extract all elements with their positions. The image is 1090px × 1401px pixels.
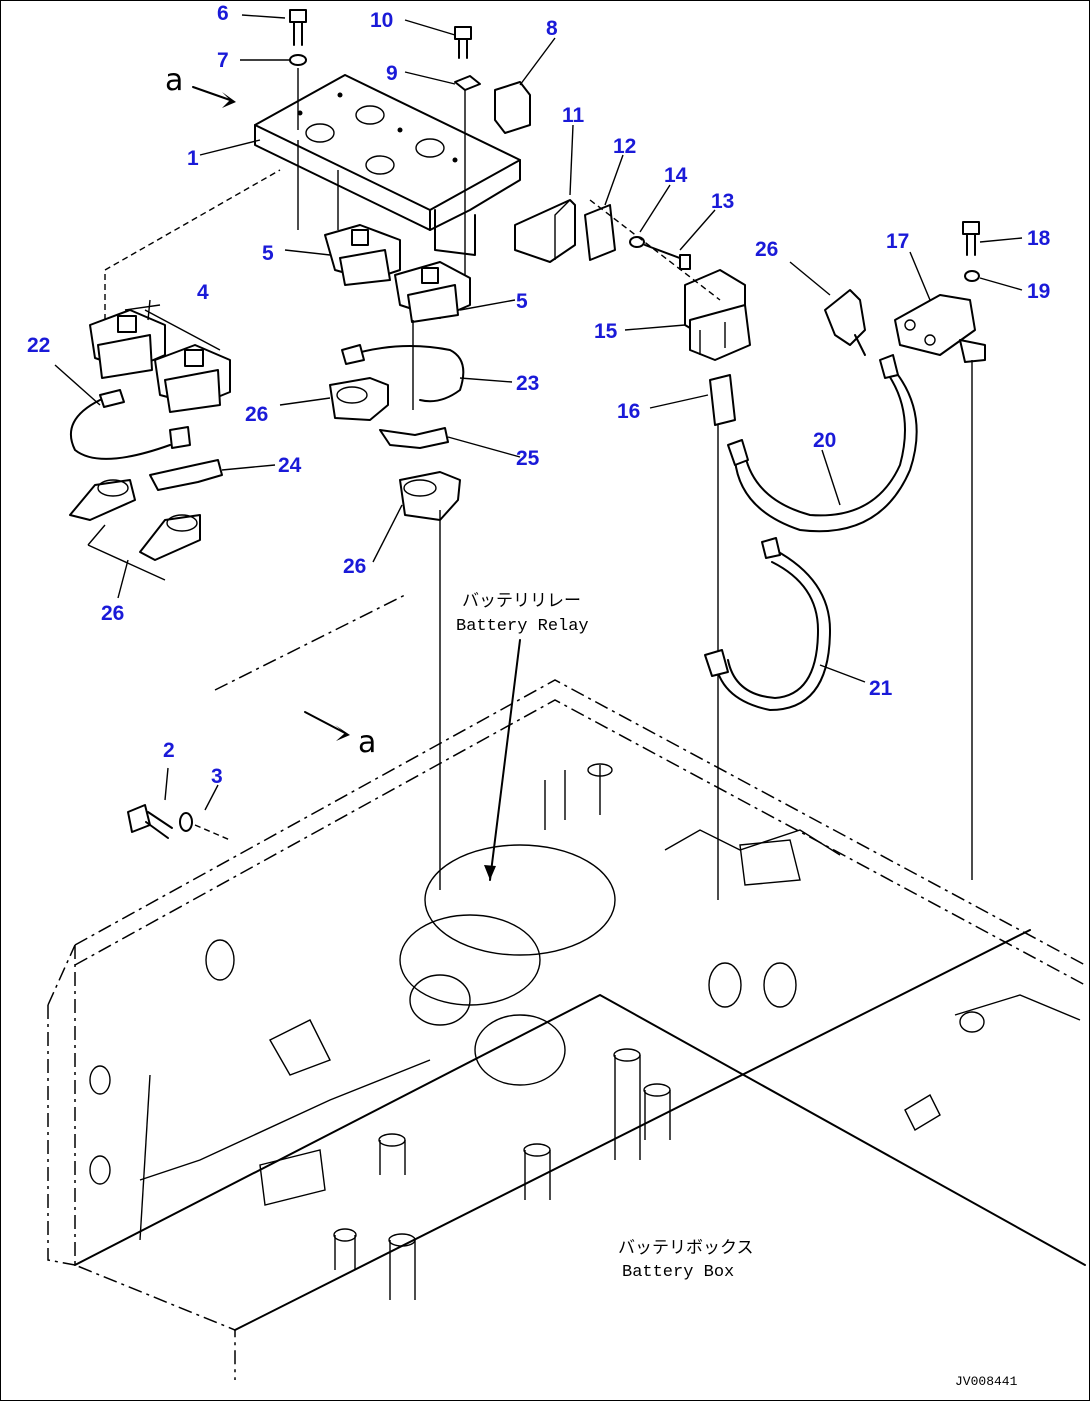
callout-24: 24 [278,454,302,477]
cap-part-26-left [69,479,201,561]
view-label-top: a [165,63,183,98]
callout-6: 6 [217,2,229,25]
washer-part-7 [289,54,307,66]
cap-part-26-right [824,289,866,356]
callout-numbers: 1 2 3 4 5 5 6 7 8 9 10 11 12 13 14 15 16… [27,2,1051,788]
callout-13: 13 [711,190,734,213]
callout-8: 8 [546,17,558,40]
bolt-part-2 [127,804,173,839]
view-arrow-top [192,86,236,108]
bolt-part-18 [962,221,980,256]
callout-4: 4 [197,281,209,304]
cap-part-26-mid-upper [329,377,389,421]
connector-part-8 [494,81,531,134]
washer-part-14 [629,236,645,248]
callout-26-left: 26 [101,602,124,625]
callout-23: 23 [516,372,539,395]
callout-5-left: 5 [262,242,274,265]
callout-21: 21 [869,677,893,700]
washer-part-3 [179,812,193,832]
callout-25: 25 [516,447,540,470]
view-arrow-bottom [304,711,350,741]
callout-26-mid-upper: 26 [245,403,268,426]
callout-7: 7 [217,49,229,72]
relay-part-5-left [324,224,401,286]
clip-part-9 [454,75,481,91]
battery-box-label-en: Battery Box [622,1263,734,1282]
bolt-part-6 [289,9,307,46]
callout-1: 1 [187,147,199,170]
callout-11: 11 [562,104,585,127]
callout-14: 14 [664,164,688,187]
bolt-part-10 [454,26,472,59]
callout-15: 15 [594,320,618,343]
cable-part-20-inner [744,369,906,517]
washer-part-19 [964,270,980,282]
relay-part-17 [894,294,986,363]
callout-9: 9 [386,62,398,85]
battery-box-drawing [47,679,1086,1380]
cap-part-26-mid-lower [399,471,461,521]
callout-16: 16 [617,400,640,423]
callout-26-mid-lower: 26 [343,555,366,578]
bracket-part-11 [514,199,576,263]
leader-lines [54,14,1023,811]
relay-part-15 [684,269,751,361]
relay-part-5-right [394,261,471,323]
battery-relay-label-jp: バッテリリレー [462,592,581,612]
bracket-part-12 [584,204,616,261]
cable-part-22 [70,399,171,460]
callout-18: 18 [1027,227,1051,250]
callout-5-right: 5 [516,290,528,313]
terminal-part-25 [379,427,449,449]
callout-3: 3 [211,765,223,788]
terminal-part-24 [149,459,223,491]
relay-part-4 [89,304,231,413]
callout-19: 19 [1027,280,1050,303]
callout-26-right: 26 [755,238,778,261]
view-label-bottom: a [358,725,376,760]
callout-2: 2 [163,739,175,762]
callout-10: 10 [370,9,393,32]
cable-part-21 [714,549,831,711]
callout-22: 22 [27,334,50,357]
cable-part-23 [349,345,465,403]
battery-relay-label-en: Battery Relay [456,617,589,636]
holder-part-16 [709,374,736,426]
callout-17: 17 [886,230,909,253]
cable-part-20 [734,364,918,533]
drawing-code: JV008441 [955,1374,1018,1389]
callout-12: 12 [613,135,636,158]
bracket-part-1 [254,74,521,256]
callout-20: 20 [813,429,836,452]
battery-box-label-jp: バッテリボックス [618,1238,754,1259]
bolt-part-13 [644,244,691,270]
